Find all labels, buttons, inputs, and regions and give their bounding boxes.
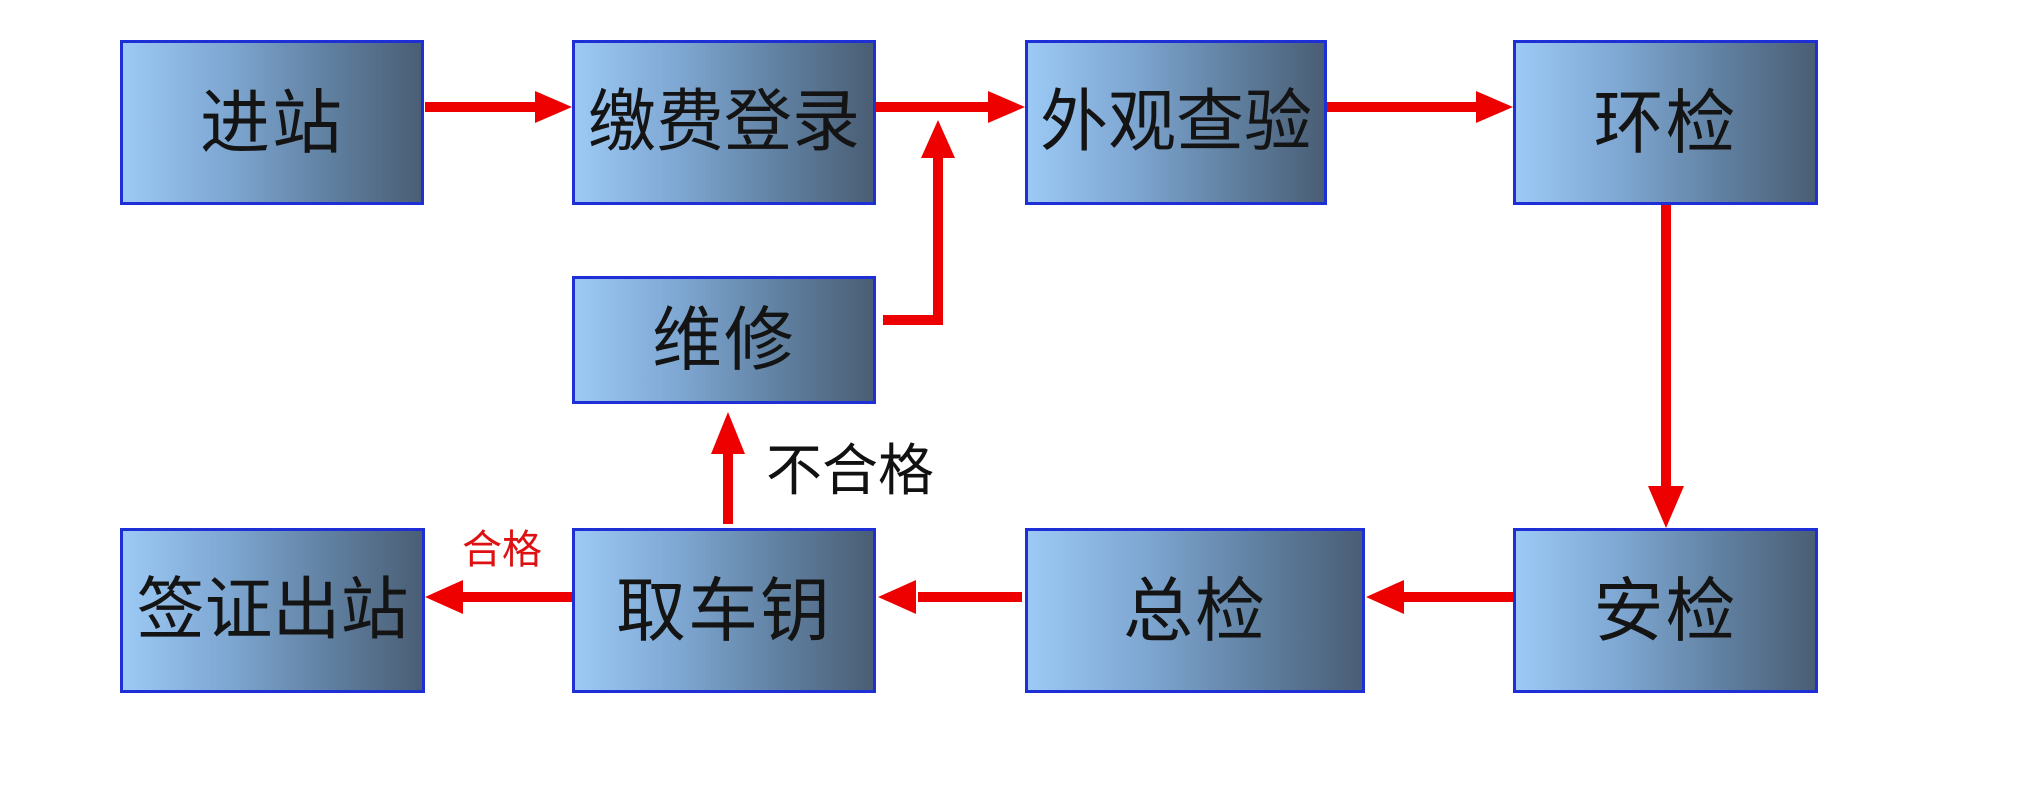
- node-safety-check: 安检: [1513, 528, 1818, 693]
- node-env-check-label: 环检: [1593, 81, 1738, 164]
- arrowhead-payment: [535, 91, 572, 123]
- arrowhead-exit: [425, 580, 463, 614]
- node-appearance-label: 外观查验: [1039, 82, 1312, 162]
- node-final-check-label: 总检: [1123, 569, 1267, 652]
- node-final-check: 总检: [1025, 528, 1365, 693]
- arrowhead-repair: [711, 412, 745, 454]
- arrowhead-appearance: [988, 91, 1025, 123]
- node-enter-label: 进站: [200, 81, 344, 164]
- edge-label-fail: 不合格: [766, 439, 934, 504]
- node-payment: 缴费登录: [572, 40, 876, 205]
- node-appearance: 外观查验: [1025, 40, 1327, 205]
- node-repair: 维修: [572, 276, 876, 404]
- node-enter: 进站: [120, 40, 424, 205]
- arrowhead-getkey: [878, 580, 916, 614]
- node-get-key-label: 取车钥: [616, 569, 832, 652]
- node-exit: 签证出站: [120, 528, 425, 693]
- node-exit-label: 签证出站: [136, 570, 409, 650]
- node-env-check: 环检: [1513, 40, 1818, 205]
- node-safety-check-label: 安检: [1593, 569, 1738, 652]
- arrowhead-final: [1366, 580, 1404, 614]
- node-get-key: 取车钥: [572, 528, 876, 693]
- arrow-repair-to-payment: [883, 152, 943, 325]
- node-repair-label: 维修: [652, 299, 796, 381]
- node-payment-label: 缴费登录: [587, 82, 860, 162]
- arrowhead-payment-return: [921, 120, 955, 158]
- edge-label-pass: 合格: [462, 527, 542, 573]
- arrowhead-safety: [1648, 486, 1684, 528]
- arrowhead-envcheck: [1476, 91, 1513, 123]
